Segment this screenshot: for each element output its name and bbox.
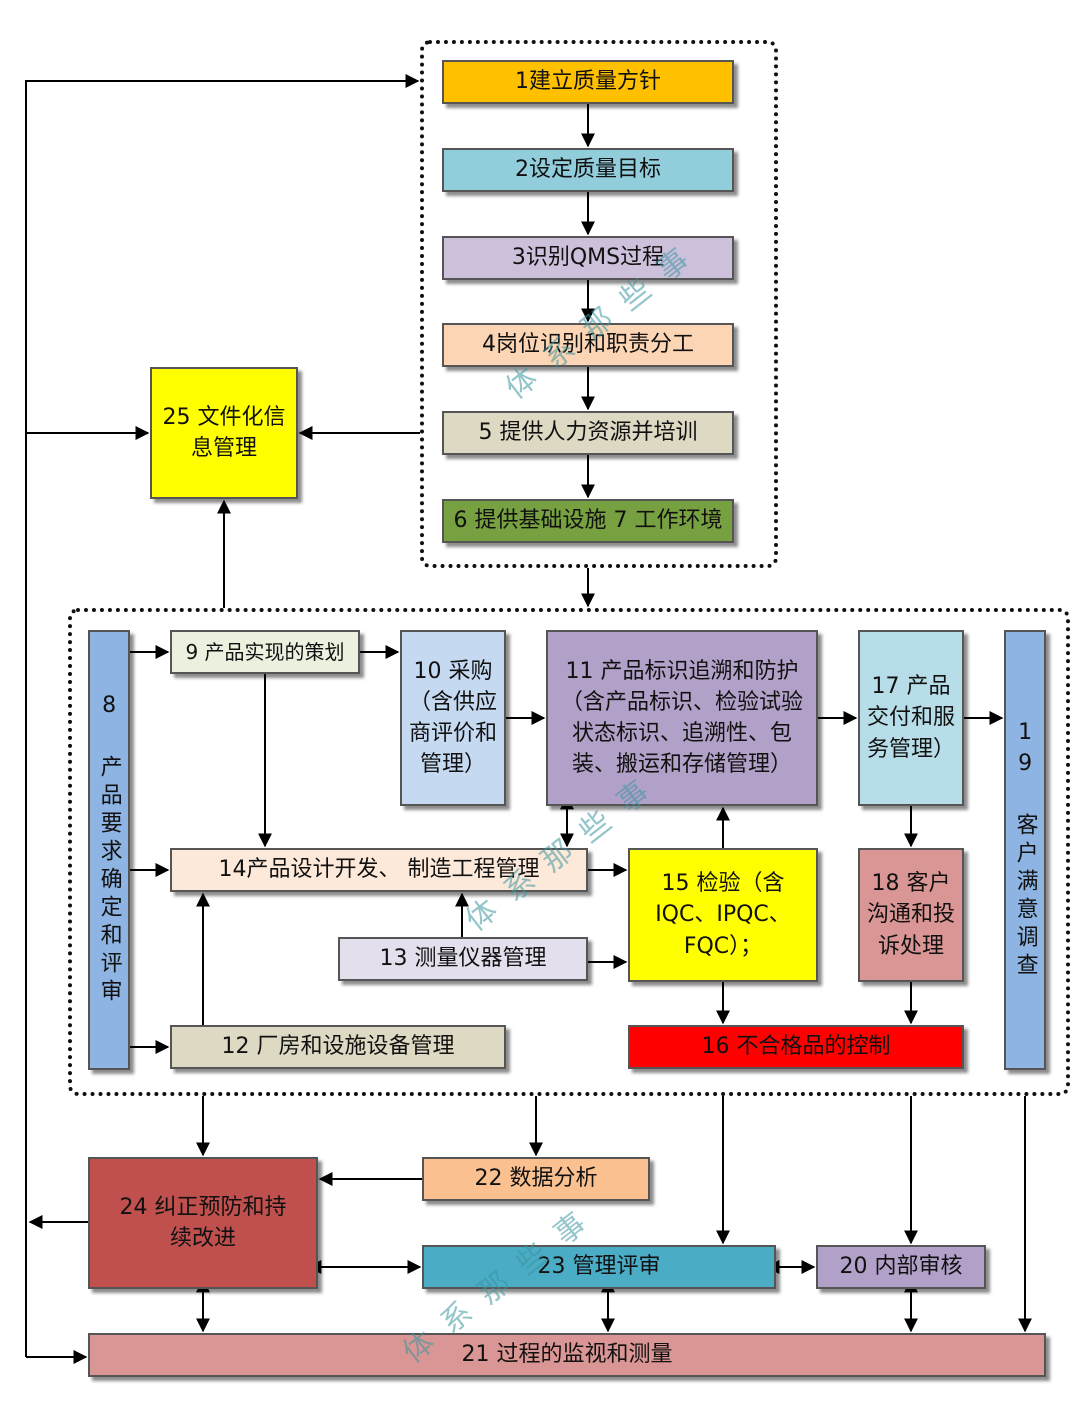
box-qms-process: 3识别QMS过程 [442, 236, 734, 280]
box-process-monitoring: 21 过程的监视和测量 [88, 1333, 1046, 1377]
box-realization-planning: 9 产品实现的策划 [170, 630, 360, 674]
box-internal-audit: 20 内部审核 [816, 1245, 986, 1289]
box-customer-satisfaction: 19 客户满意调查 [1004, 630, 1046, 1070]
box-quality-policy: 1建立质量方针 [442, 60, 734, 104]
box-purchasing: 10 采购（含供应商评价和管理） [400, 630, 506, 806]
box-roles-responsibilities: 4岗位识别和职责分工 [442, 323, 734, 367]
realization-process-group [68, 608, 1070, 1096]
box-facilities-equipment: 12 厂房和设施设备管理 [170, 1025, 506, 1069]
box-infrastructure: 6 提供基础设施 7 工作环境 [442, 499, 734, 543]
box-documented-information: 25 文件化信息管理 [150, 367, 298, 499]
box-corrective-improvement: 24 纠正预防和持续改进 [88, 1157, 318, 1289]
box-inspection: 15 检验（含IQC、IPQC、FQC）； [628, 848, 818, 982]
top-process-group [420, 40, 778, 568]
box-identification-traceability: 11 产品标识追溯和防护（含产品标识、检验试验状态标识、追溯性、包装、搬运和存储… [546, 630, 818, 806]
feedback-loop-line [25, 74, 420, 1357]
box-delivery-service: 17 产品交付和服务管理） [858, 630, 964, 806]
box-measuring-instruments: 13 测量仪器管理 [338, 937, 588, 981]
box-requirements-review: 8 产品要求确定和评审 [88, 630, 130, 1070]
box-human-resources: 5 提供人力资源并培训 [442, 411, 734, 455]
box-management-review: 23 管理评审 [422, 1245, 776, 1289]
box-customer-communication: 18 客户沟通和投诉处理 [858, 848, 964, 982]
box-quality-objectives: 2设定质量目标 [442, 148, 734, 192]
box-nonconforming-control: 16 不合格品的控制 [628, 1025, 964, 1069]
box-design-development: 14产品设计开发、 制造工程管理 [170, 848, 588, 892]
box-data-analysis: 22 数据分析 [422, 1157, 650, 1201]
